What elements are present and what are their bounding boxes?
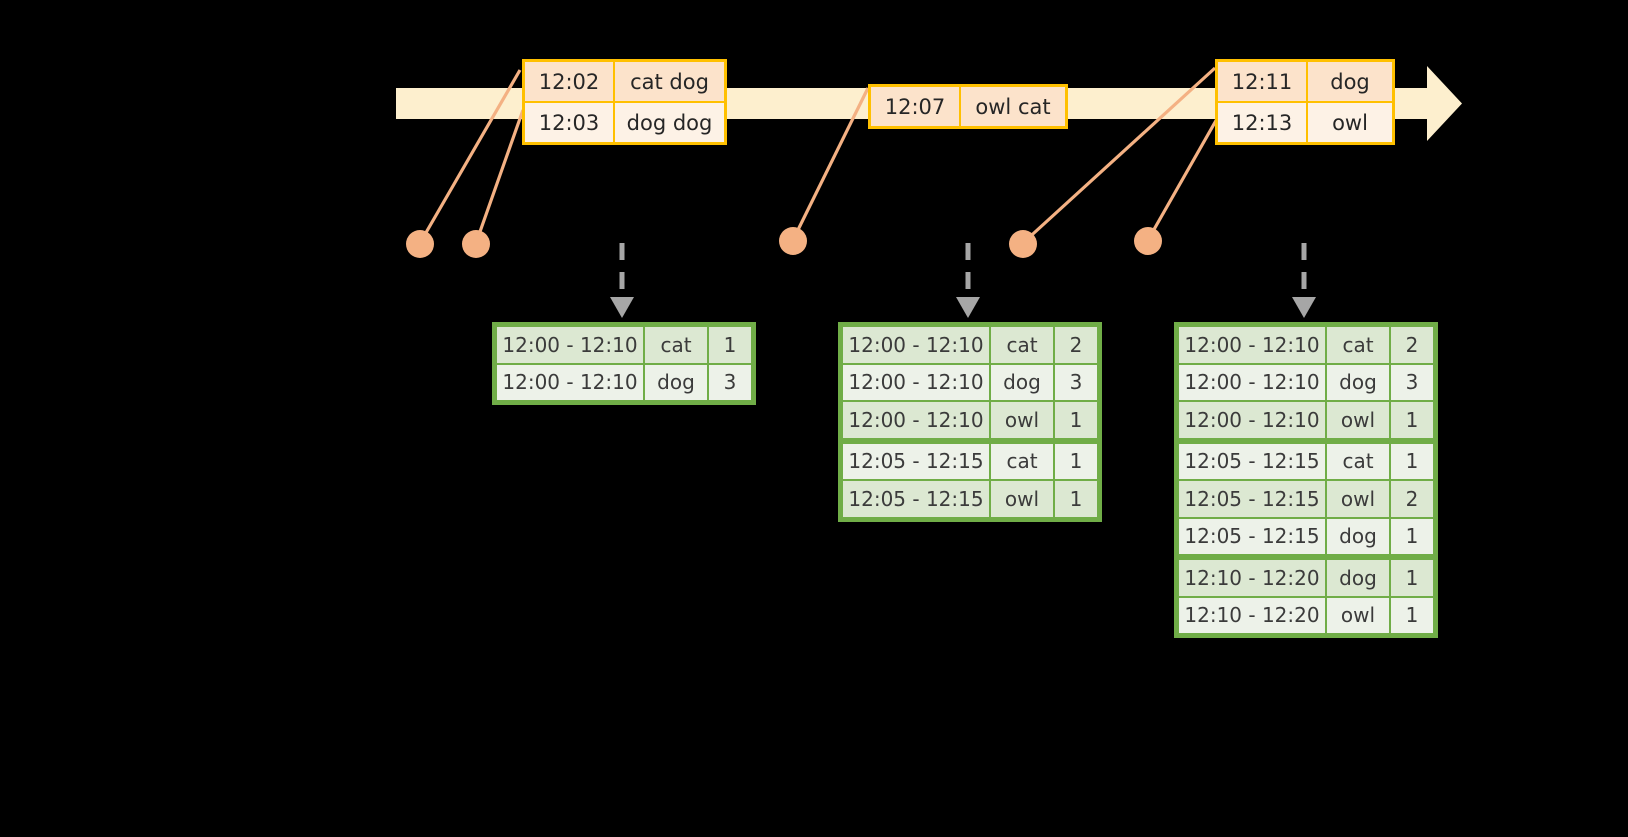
count-cell: 1	[1390, 401, 1434, 439]
table-row[interactable]: 12:10 - 12:20 dog 1	[1178, 555, 1434, 597]
connector-dot-3	[779, 227, 807, 255]
count-cell: 2	[1390, 326, 1434, 364]
result-table-3[interactable]: 12:00 - 12:10 cat 2 12:00 - 12:10 dog 3 …	[1174, 322, 1438, 638]
window-cell: 12:00 - 12:10	[1178, 326, 1326, 364]
event-row[interactable]: 12:07 owl cat	[871, 87, 1065, 126]
window-cell: 12:00 - 12:10	[842, 326, 990, 364]
table-row[interactable]: 12:00 - 12:10 cat 2	[842, 326, 1098, 364]
table-row[interactable]: 12:00 - 12:10 dog 3	[496, 363, 752, 401]
window-cell: 12:05 - 12:15	[842, 480, 990, 518]
window-cell: 12:00 - 12:10	[496, 326, 644, 364]
connector-dot-5	[1134, 227, 1162, 255]
event-time: 12:11	[1218, 62, 1306, 101]
event-time: 12:02	[525, 62, 613, 101]
window-cell: 12:05 - 12:15	[1178, 480, 1326, 518]
count-cell: 3	[1390, 363, 1434, 401]
word-cell: cat	[1326, 442, 1390, 480]
event-group-1[interactable]: 12:02 cat dog 12:03 dog dog	[522, 59, 727, 145]
event-time: 12:03	[525, 103, 613, 142]
word-cell: owl	[1326, 401, 1390, 439]
window-cell: 12:10 - 12:20	[1178, 559, 1326, 597]
word-cell: cat	[990, 326, 1054, 364]
window-cell: 12:00 - 12:10	[496, 363, 644, 401]
table-row[interactable]: 12:05 - 12:15 dog 1	[1178, 517, 1434, 555]
table-row[interactable]: 12:05 - 12:15 owl 1	[842, 480, 1098, 518]
table-row[interactable]: 12:00 - 12:10 owl 1	[842, 401, 1098, 439]
count-cell: 2	[1054, 326, 1098, 364]
word-cell: owl	[1326, 596, 1390, 634]
connector-dot-2	[462, 230, 490, 258]
event-time: 12:13	[1218, 103, 1306, 142]
window-cell: 12:00 - 12:10	[842, 401, 990, 439]
event-row[interactable]: 12:11 dog	[1218, 62, 1392, 101]
result-table-2[interactable]: 12:00 - 12:10 cat 2 12:00 - 12:10 dog 3 …	[838, 322, 1102, 522]
table-row[interactable]: 12:05 - 12:15 cat 1	[1178, 438, 1434, 480]
count-cell: 1	[1390, 596, 1434, 634]
word-cell: cat	[990, 442, 1054, 480]
word-cell: owl	[990, 480, 1054, 518]
word-cell: dog	[1326, 363, 1390, 401]
event-connector-dots	[406, 227, 1162, 258]
word-cell: dog	[990, 363, 1054, 401]
event-group-2[interactable]: 12:07 owl cat	[868, 84, 1068, 129]
window-cell: 12:05 - 12:15	[1178, 442, 1326, 480]
window-cell: 12:00 - 12:10	[1178, 401, 1326, 439]
count-cell: 3	[708, 363, 752, 401]
table-row[interactable]: 12:05 - 12:15 owl 2	[1178, 480, 1434, 518]
event-words: cat dog	[613, 62, 724, 101]
count-cell: 2	[1390, 480, 1434, 518]
table-row[interactable]: 12:05 - 12:15 cat 1	[842, 438, 1098, 480]
connector-dot-4	[1009, 230, 1037, 258]
count-cell: 1	[1390, 559, 1434, 597]
dashed-arrow-lines	[619, 243, 1307, 300]
word-cell: dog	[1326, 517, 1390, 555]
count-cell: 3	[1054, 363, 1098, 401]
table-row[interactable]: 12:00 - 12:10 dog 3	[1178, 363, 1434, 401]
table-row[interactable]: 12:00 - 12:10 dog 3	[842, 363, 1098, 401]
count-cell: 1	[1054, 442, 1098, 480]
word-cell: owl	[990, 401, 1054, 439]
window-cell: 12:00 - 12:10	[842, 363, 990, 401]
word-cell: cat	[644, 326, 708, 364]
window-cell: 12:00 - 12:10	[1178, 363, 1326, 401]
window-cell: 12:05 - 12:15	[1178, 517, 1326, 555]
table-row[interactable]: 12:00 - 12:10 owl 1	[1178, 401, 1434, 439]
count-cell: 1	[1390, 517, 1434, 555]
event-words: dog	[1306, 62, 1392, 101]
event-words: owl	[1306, 103, 1392, 142]
result-table-1[interactable]: 12:00 - 12:10 cat 1 12:00 - 12:10 dog 3	[492, 322, 756, 405]
event-row[interactable]: 12:02 cat dog	[525, 62, 724, 101]
window-cell: 12:10 - 12:20	[1178, 596, 1326, 634]
word-cell: dog	[644, 363, 708, 401]
word-cell: cat	[1326, 326, 1390, 364]
dashed-arrow-heads	[610, 297, 1316, 318]
table-row[interactable]: 12:10 - 12:20 owl 1	[1178, 596, 1434, 634]
word-cell: dog	[1326, 559, 1390, 597]
table-row[interactable]: 12:00 - 12:10 cat 2	[1178, 326, 1434, 364]
count-cell: 1	[1054, 401, 1098, 439]
event-group-3[interactable]: 12:11 dog 12:13 owl	[1215, 59, 1395, 145]
connector-dot-1	[406, 230, 434, 258]
event-row[interactable]: 12:03 dog dog	[525, 101, 724, 142]
event-words: dog dog	[613, 103, 724, 142]
event-row[interactable]: 12:13 owl	[1218, 101, 1392, 142]
event-words: owl cat	[959, 87, 1065, 126]
count-cell: 1	[1390, 442, 1434, 480]
word-cell: owl	[1326, 480, 1390, 518]
event-time: 12:07	[871, 87, 959, 126]
table-row[interactable]: 12:00 - 12:10 cat 1	[496, 326, 752, 364]
window-cell: 12:05 - 12:15	[842, 442, 990, 480]
count-cell: 1	[708, 326, 752, 364]
count-cell: 1	[1054, 480, 1098, 518]
